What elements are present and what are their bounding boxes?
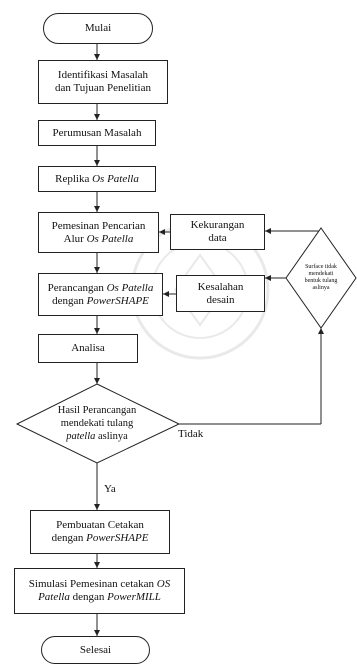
- pembuatan-italic: PowerSHAPE: [86, 532, 149, 544]
- label-ya: Ya: [104, 483, 116, 495]
- step-replika: Replika Os Patella: [38, 166, 156, 192]
- step-simulasi: Simulasi Pemesinan cetakan OS Patella de…: [14, 568, 185, 614]
- step-pemesinan-line1: Pemesinan Pencarian: [51, 219, 146, 232]
- decision-line1: Hasil Perancangan: [57, 404, 137, 416]
- surface-line1: Surface tidak: [305, 264, 337, 270]
- surface-line2: mendekati: [308, 271, 334, 277]
- step-identifikasi-line1: Identifikasi Masalah: [57, 69, 149, 81]
- step-identifikasi: Identifikasi Masalah dan Tujuan Peneliti…: [38, 60, 168, 104]
- label-tidak: Tidak: [178, 428, 204, 440]
- step-analisa: Analisa: [38, 334, 138, 363]
- step-perancangan-italic2: PowerSHAPE: [86, 294, 149, 307]
- end-terminator: Selesai: [41, 636, 150, 664]
- simulasi-italic1: OS: [156, 578, 171, 590]
- step-pembuatan-cetakan: Pembuatan Cetakan dengan PowerSHAPE: [30, 510, 170, 554]
- step-pemesinan-italic: Os Patella: [86, 232, 134, 245]
- start-label: Mulai: [84, 22, 112, 34]
- decision-line3-italic: patella: [66, 430, 96, 442]
- surface-line4: aslinya: [312, 285, 330, 291]
- decision-diamond: [15, 383, 181, 464]
- kesalahan-line2: desain: [206, 293, 235, 306]
- step-pemesinan: Pemesinan Pencarian Alur Os Patella: [38, 212, 159, 253]
- decision-line3: aslinya: [95, 430, 128, 442]
- step-perancangan-italic1: Os Patella: [106, 281, 154, 294]
- decision-line2: mendekati tulang: [60, 417, 134, 429]
- step-pemesinan-line2: Alur: [63, 232, 87, 245]
- pembuatan-line2: dengan: [51, 532, 87, 544]
- simulasi-line1: Simulasi Pemesinan cetakan: [28, 578, 157, 590]
- step-perancangan: Perancangan Os Patella dengan PowerSHAPE: [38, 273, 163, 316]
- kesalahan-line1: Kesalahan: [197, 280, 244, 293]
- step-perumusan-label: Perumusan Masalah: [52, 126, 142, 139]
- surface-diamond: [285, 227, 357, 329]
- simulasi-italic3: PowerMILL: [107, 591, 161, 603]
- step-perancangan-line1: Perancangan: [47, 281, 107, 294]
- pembuatan-line1: Pembuatan Cetakan: [56, 519, 144, 531]
- box-kekurangan-data: Kekurangan data: [170, 214, 265, 250]
- kekurangan-line2: data: [208, 232, 227, 244]
- surface-line3: bentuk tulang: [304, 278, 338, 284]
- simulasi-italic2: Patella: [38, 591, 70, 603]
- step-perumusan: Perumusan Masalah: [38, 120, 156, 146]
- surface-diamond-text: Surface tidak mendekati bentuk tulang as…: [292, 258, 350, 298]
- box-kesalahan-desain: Kesalahan desain: [176, 275, 265, 312]
- step-perancangan-line2: dengan: [52, 294, 87, 307]
- start-terminator: Mulai: [43, 13, 153, 44]
- simulasi-line2: dengan: [69, 591, 108, 603]
- step-identifikasi-line2: dan Tujuan Penelitian: [55, 82, 151, 94]
- decision-text: Hasil Perancangan mendekati tulang patel…: [37, 402, 157, 444]
- end-label: Selesai: [79, 643, 112, 656]
- step-replika-text: Replika: [55, 172, 93, 185]
- step-analisa-label: Analisa: [71, 342, 105, 354]
- kekurangan-line1: Kekurangan: [190, 219, 245, 231]
- step-replika-italic: Os Patella: [92, 172, 139, 185]
